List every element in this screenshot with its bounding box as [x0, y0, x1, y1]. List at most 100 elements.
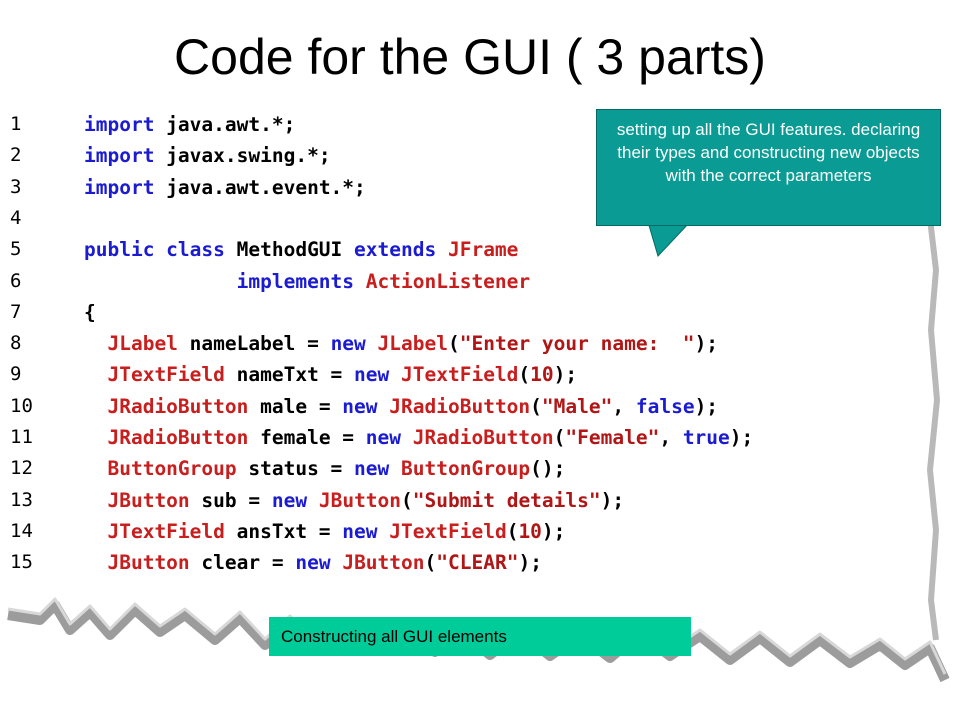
callout-note: setting up all the GUI features. declari…	[596, 109, 941, 226]
code-token	[84, 551, 107, 574]
code-token	[378, 395, 390, 418]
code-token: );	[729, 426, 754, 449]
code-token: (	[424, 551, 437, 575]
code-token: JButton	[107, 551, 190, 575]
code-token: (	[401, 488, 413, 512]
code-token: JRadioButton	[412, 426, 554, 449]
code-token: );	[694, 394, 719, 418]
code-token: JButton	[342, 551, 425, 575]
code-token: new	[354, 457, 390, 481]
code-token: female =	[248, 426, 366, 449]
line-number: 9	[10, 363, 22, 386]
code-text: JTextField nameTxt = new JTextField(10);	[84, 363, 577, 386]
code-text: implements ActionListener	[84, 269, 531, 293]
code-token	[84, 332, 107, 355]
code-token: true	[682, 426, 730, 449]
code-text: JButton sub = new JButton("Submit detail…	[84, 489, 624, 512]
code-token: new	[271, 488, 308, 512]
code-token: javax.swing.*;	[154, 144, 331, 168]
code-token: ButtonGroup	[401, 457, 531, 481]
line-number: 10	[10, 394, 33, 417]
code-token: JButton	[107, 488, 190, 512]
code-token: import	[84, 113, 155, 136]
code-token	[84, 426, 107, 449]
code-token: new	[330, 332, 366, 356]
code-token: false	[635, 394, 695, 418]
code-token: new	[354, 363, 390, 387]
code-token: );	[541, 519, 566, 543]
line-number: 5	[10, 238, 22, 261]
code-text: JTextField ansTxt = new JTextField(10);	[84, 520, 565, 543]
code-token: JButton	[318, 488, 402, 512]
code-token: status =	[236, 457, 355, 481]
code-token	[378, 520, 390, 543]
code-text: JRadioButton female = new JRadioButton("…	[84, 426, 753, 449]
line-number: 7	[10, 300, 22, 323]
code-token: JRadioButton	[107, 426, 249, 449]
code-text: ButtonGroup status = new ButtonGroup();	[84, 457, 565, 480]
code-token	[389, 363, 401, 386]
code-token: 10	[530, 363, 554, 387]
code-token	[389, 457, 401, 480]
code-token	[401, 426, 413, 449]
line-number: 12	[10, 457, 33, 480]
code-token	[84, 520, 107, 543]
code-text: import javax.swing.*;	[84, 144, 331, 167]
code-token: JRadioButton	[389, 394, 531, 418]
code-token: extends	[354, 238, 437, 262]
code-token: public class	[84, 238, 225, 262]
code-token: ();	[530, 457, 566, 481]
code-token: (	[518, 363, 531, 387]
code-token	[84, 395, 107, 418]
code-token: "Female"	[565, 426, 660, 449]
code-token	[366, 332, 378, 355]
code-token: JLabel	[107, 332, 178, 356]
code-token: );	[553, 363, 578, 387]
code-token: new	[342, 519, 378, 543]
code-token: JTextField	[107, 363, 225, 387]
code-token: (	[553, 426, 566, 449]
line-number: 1	[10, 113, 22, 135]
code-token: );	[600, 488, 625, 512]
section-label: Constructing all GUI elements	[269, 617, 691, 656]
code-token: (	[448, 332, 460, 356]
code-text: import java.awt.event.*;	[84, 176, 366, 199]
code-token: import	[84, 175, 155, 199]
code-token: JTextField	[401, 363, 519, 387]
code-token	[84, 363, 107, 386]
code-token: JTextField	[107, 519, 225, 543]
code-token: new	[342, 394, 378, 418]
code-token: nameLabel =	[177, 332, 331, 356]
code-token: ,	[612, 394, 636, 418]
callout-pointer	[647, 222, 691, 257]
code-token: JFrame	[447, 238, 519, 262]
line-number: 15	[10, 551, 33, 574]
code-text: import java.awt.*;	[84, 113, 295, 136]
code-token: clear =	[189, 551, 296, 575]
code-token: java.awt.event.*;	[154, 175, 366, 199]
code-text: JButton clear = new JButton("CLEAR");	[84, 551, 542, 575]
code-token	[84, 270, 237, 293]
code-token: new	[365, 426, 402, 449]
code-token: nameTxt =	[224, 363, 355, 387]
code-token: implements	[236, 269, 355, 293]
code-token: ,	[659, 426, 683, 449]
code-token: {	[84, 300, 96, 324]
code-token: MethodGUI	[224, 238, 355, 262]
code-token	[84, 489, 107, 512]
line-number: 6	[10, 269, 22, 292]
code-token	[331, 551, 343, 574]
code-token: "Submit details"	[412, 488, 601, 512]
code-token: ButtonGroup	[107, 457, 237, 481]
code-token: ansTxt =	[224, 519, 343, 543]
code-token: JRadioButton	[107, 394, 249, 418]
line-number: 8	[10, 332, 22, 355]
code-text: public class MethodGUI extends JFrame	[84, 238, 518, 261]
code-text: JRadioButton male = new JRadioButton("Ma…	[84, 395, 718, 418]
code-token: "Enter your name: "	[459, 332, 695, 356]
line-number: 14	[10, 519, 33, 542]
code-token: );	[518, 551, 542, 575]
code-token: (	[530, 394, 542, 418]
line-number: 2	[10, 144, 22, 167]
code-text: {	[84, 301, 96, 324]
